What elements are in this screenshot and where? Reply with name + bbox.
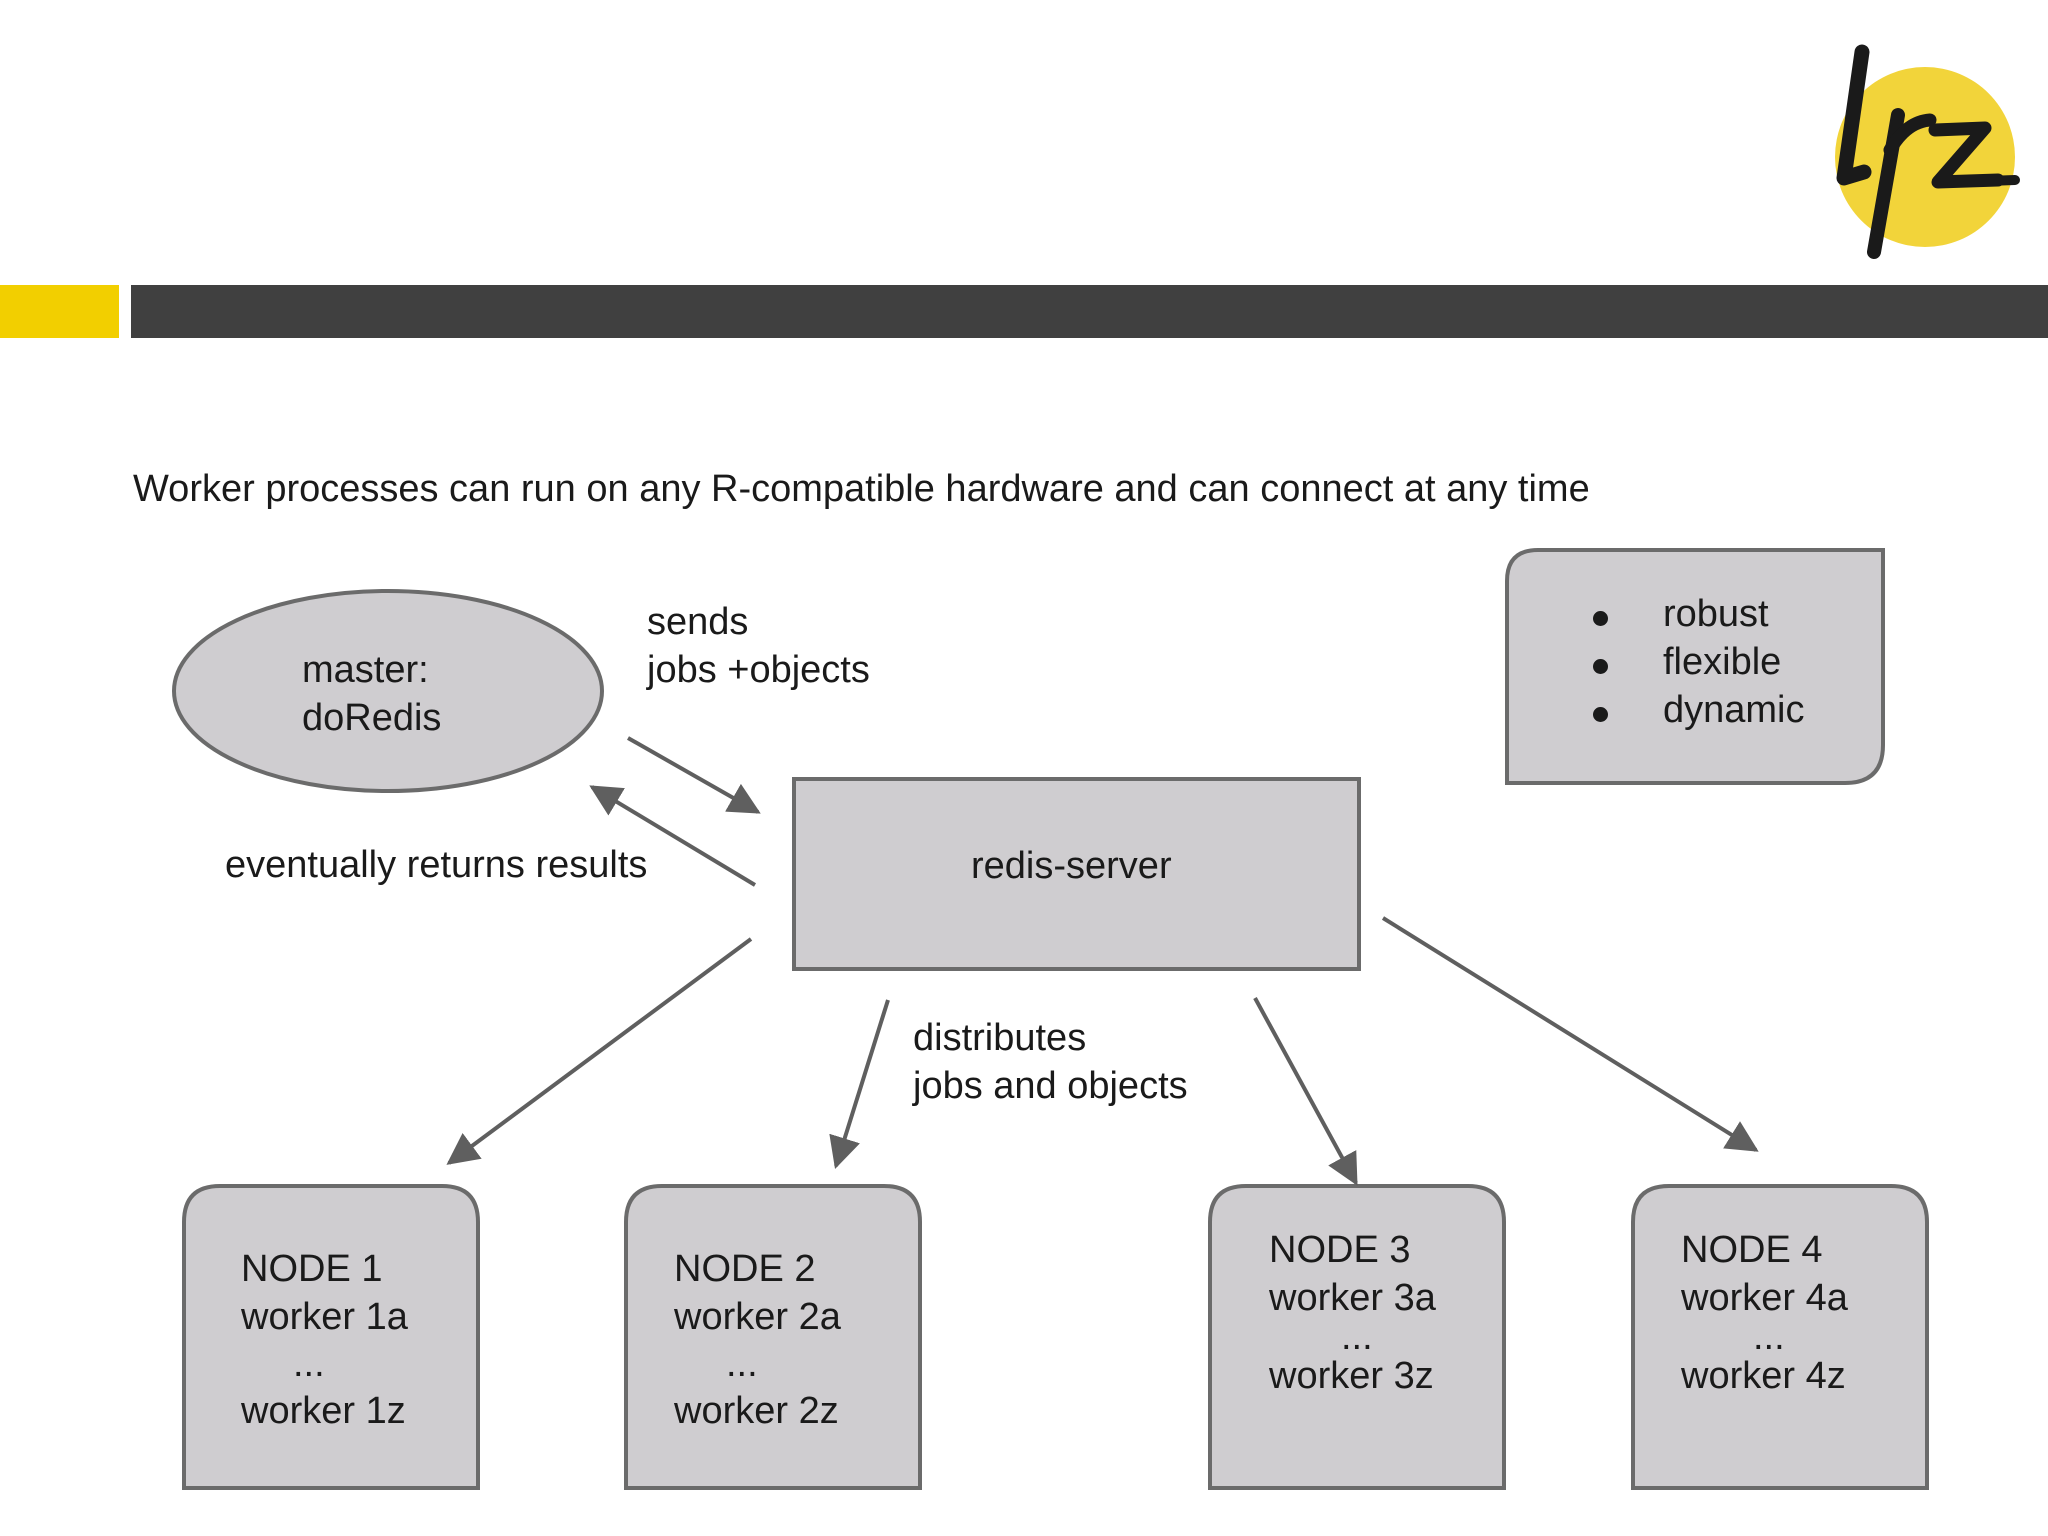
node-ellipsis: ...: [726, 1343, 758, 1385]
node-worker-first: worker 1a: [241, 1296, 408, 1338]
node-ellipsis: ...: [1753, 1316, 1785, 1358]
node-title: NODE 2: [674, 1248, 816, 1290]
node-worker-first: worker 2a: [674, 1296, 841, 1338]
node-ellipsis: ...: [293, 1343, 325, 1385]
node-box-1: [182, 1184, 480, 1490]
redis-server-box: [792, 777, 1361, 971]
node-3: NODE 3 worker 3a ... worker 3z: [1269, 1226, 1436, 1400]
node-box-3: [1208, 1184, 1506, 1490]
master-label: master: doRedis: [302, 649, 442, 739]
accent-bar: [0, 285, 119, 338]
slide-caption: Worker processes can run on any R-compat…: [133, 468, 1590, 510]
sends-label: sends jobs +objects: [647, 601, 870, 691]
arrow-returns: [589, 785, 757, 887]
arrow-to-node-3: [1253, 997, 1358, 1186]
node-worker-last: worker 1z: [241, 1390, 406, 1432]
node-2: NODE 2 worker 2a ... worker 2z: [674, 1245, 841, 1435]
lrz-logo: [1835, 44, 2020, 259]
arrow-to-node-1: [446, 937, 753, 1165]
features-box: [1505, 548, 1885, 785]
header-bar: [131, 285, 2048, 338]
node-worker-last: worker 3z: [1269, 1355, 1434, 1397]
feature-label: flexible: [1663, 641, 1782, 683]
node-1: NODE 1 worker 1a ... worker 1z: [241, 1245, 408, 1435]
node-worker-last: worker 2z: [674, 1390, 839, 1432]
arrow-to-node-2: [829, 999, 890, 1170]
returns-label: eventually returns results: [225, 844, 648, 886]
redis-server-label: redis-server: [971, 845, 1172, 887]
node-title: NODE 3: [1269, 1229, 1411, 1271]
master-ellipse: [172, 589, 604, 793]
distributes-label: distributes jobs and objects: [913, 1017, 1188, 1107]
node-title: NODE 1: [241, 1248, 383, 1290]
node-4: NODE 4 worker 4a ... worker 4z: [1681, 1226, 1848, 1400]
node-box-4: [1631, 1184, 1929, 1490]
node-title: NODE 4: [1681, 1229, 1823, 1271]
node-worker-first: worker 4a: [1681, 1277, 1848, 1319]
node-worker-last: worker 4z: [1681, 1355, 1846, 1397]
node-worker-first: worker 3a: [1269, 1277, 1436, 1319]
feature-label: robust: [1663, 593, 1769, 635]
arrow-sends: [627, 736, 761, 814]
feature-label: dynamic: [1663, 689, 1805, 731]
node-box-2: [624, 1184, 922, 1490]
arrow-to-node-4: [1381, 916, 1759, 1152]
bullet-icon: [1593, 611, 1608, 626]
bullet-icon: [1593, 707, 1608, 722]
node-ellipsis: ...: [1341, 1316, 1373, 1358]
bullet-icon: [1593, 659, 1608, 674]
